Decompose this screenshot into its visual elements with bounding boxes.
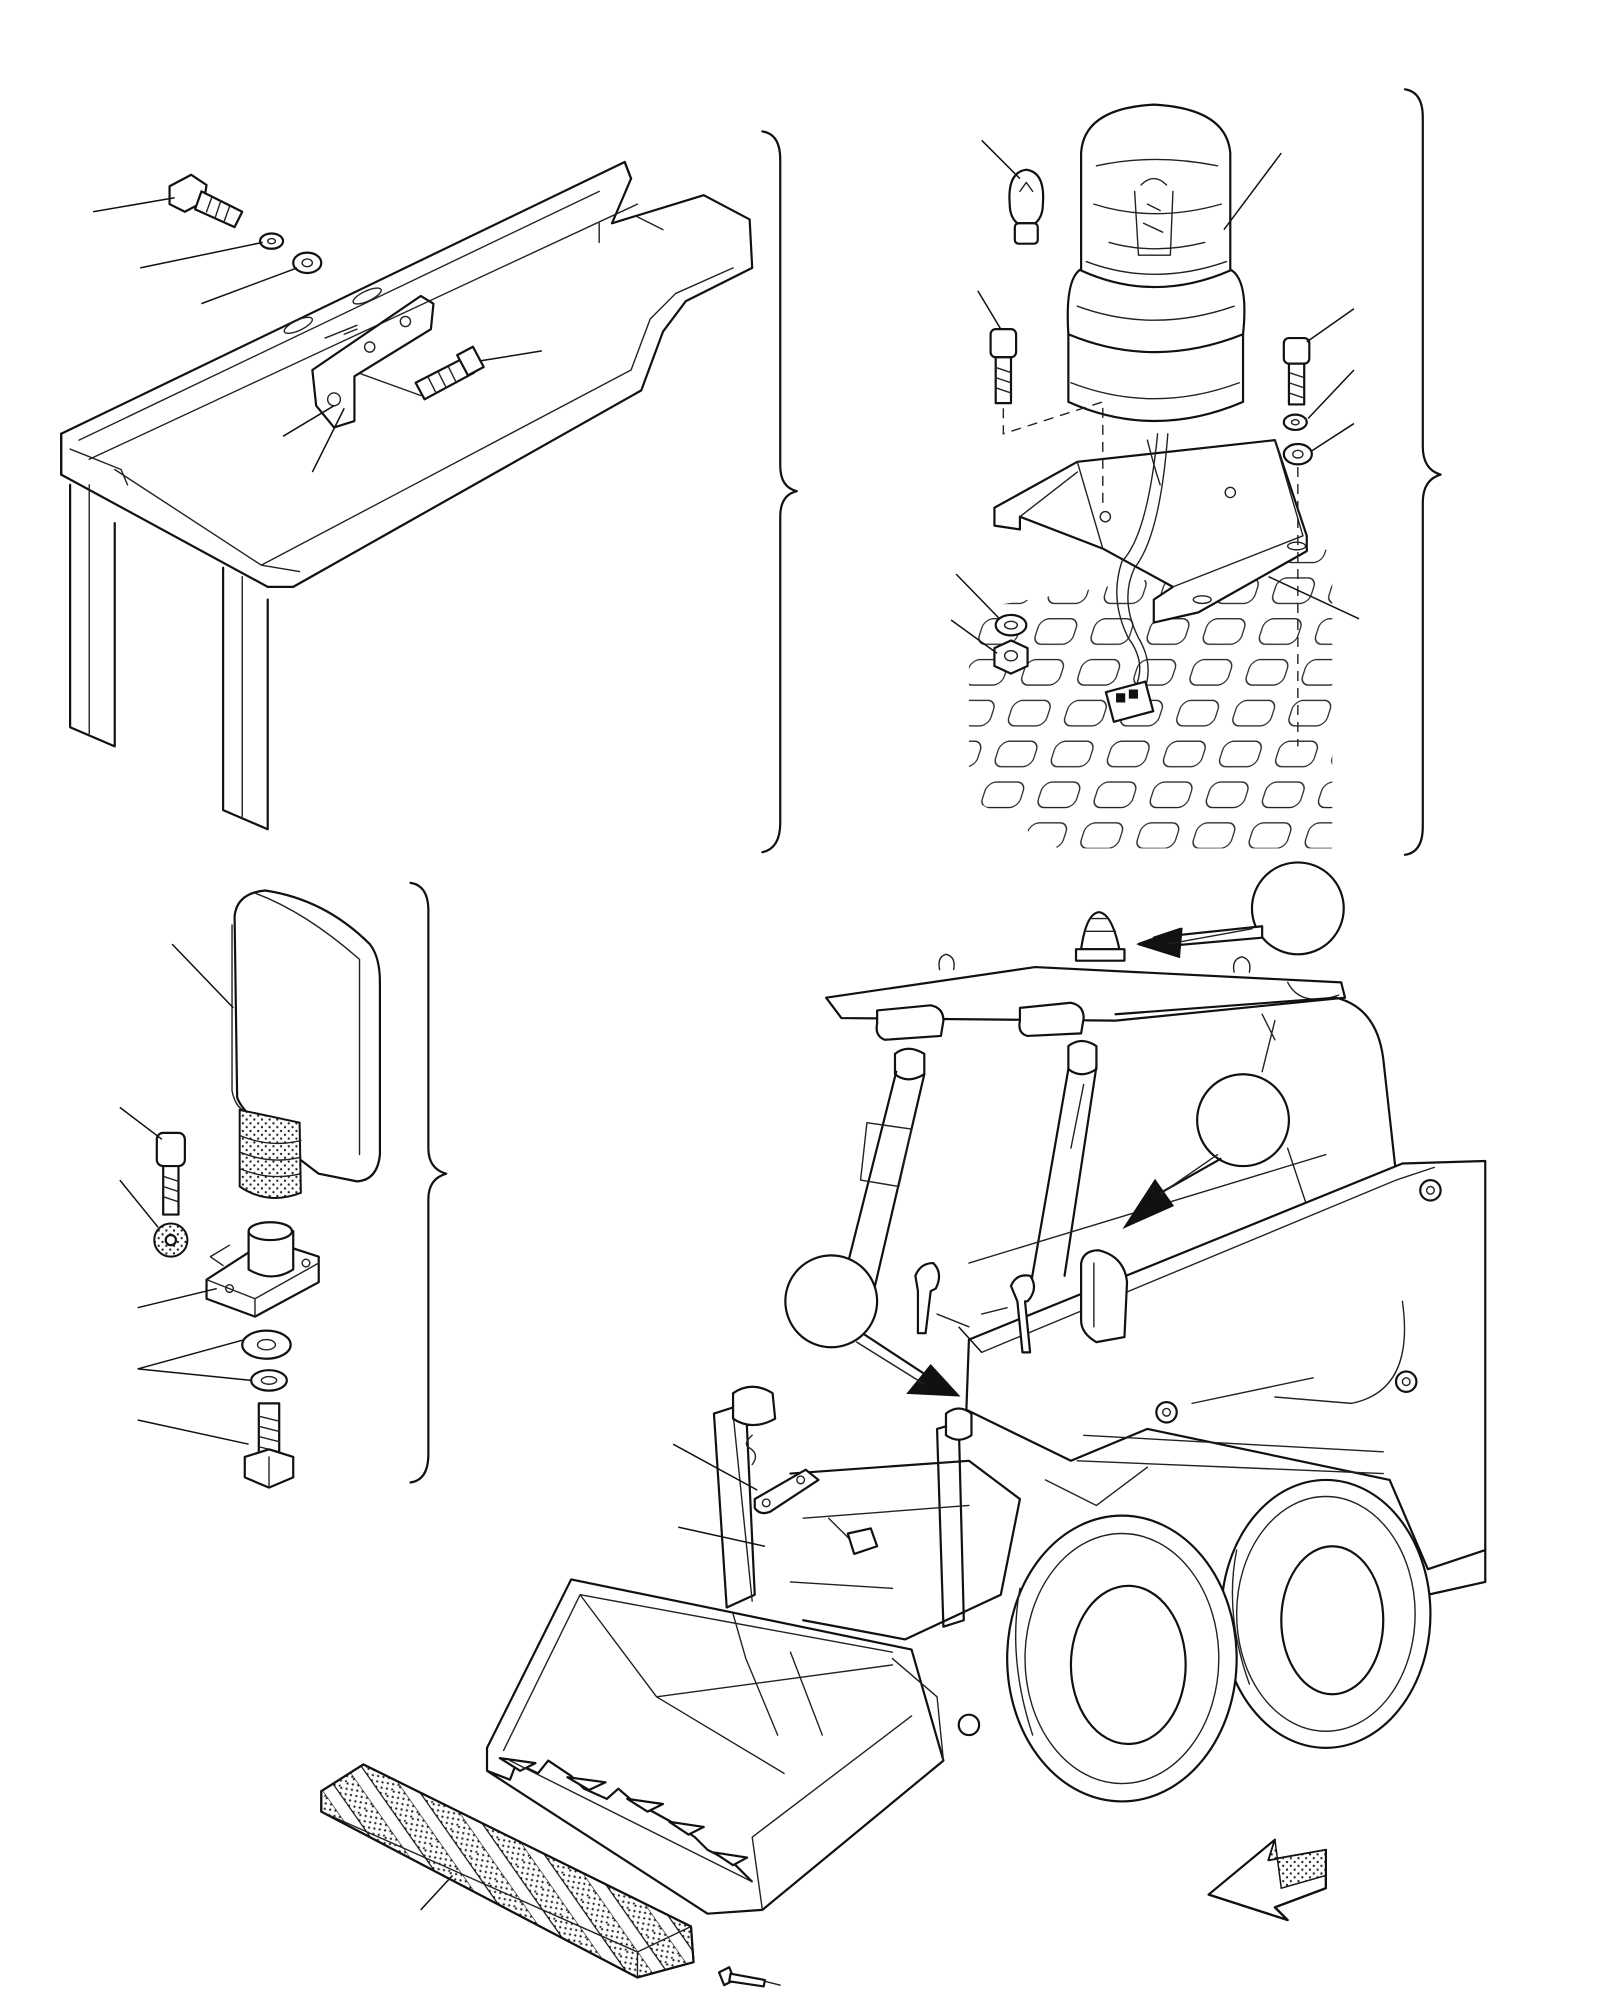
bulb xyxy=(1009,170,1043,244)
roof-beacon-small xyxy=(1076,912,1124,960)
work-lights xyxy=(877,1003,1097,1080)
callout-balloon-mirror xyxy=(785,1255,958,1395)
overhead-frame xyxy=(61,162,752,829)
lock-washer xyxy=(260,233,283,248)
loader-overview xyxy=(321,862,1485,1986)
bucket xyxy=(487,1579,979,1913)
frame-view-brace xyxy=(762,131,796,852)
bucket-reflector-strip xyxy=(321,1764,693,1977)
direction-arrow-icon xyxy=(1209,1840,1326,1920)
hex-nut xyxy=(994,640,1027,673)
flat-washer xyxy=(293,253,321,273)
boom-arm xyxy=(966,1161,1485,1569)
flat-washer-right xyxy=(1284,444,1312,464)
mirror-view-brace xyxy=(411,883,447,1483)
strip-screw xyxy=(719,1967,780,1986)
lock-washer-right xyxy=(1284,415,1307,430)
beacon-bracket xyxy=(994,440,1306,622)
rotating-beacon xyxy=(1068,105,1245,485)
washer-large xyxy=(242,1331,290,1359)
washer-small xyxy=(251,1370,287,1390)
socket-screw-mirror xyxy=(157,1133,185,1215)
leader-lines-mirror xyxy=(120,944,251,1444)
leader-lines-frame xyxy=(93,198,542,472)
control-levers xyxy=(915,1263,1034,1352)
wheel-rear xyxy=(1221,1480,1430,1748)
serrated-washer xyxy=(154,1223,187,1256)
frame-mount-view xyxy=(61,131,797,852)
mirror-base xyxy=(207,1222,319,1316)
socket-screw-left xyxy=(991,329,1103,504)
hex-bolt-mirror xyxy=(245,1403,293,1487)
lock-washer-lower xyxy=(996,615,1027,635)
spring-boot xyxy=(240,1110,301,1198)
loader-body xyxy=(790,1461,1485,1640)
leader-lines-beacon xyxy=(951,140,1359,653)
beacon-view-brace xyxy=(1405,89,1441,854)
cab-structure xyxy=(835,998,1396,1353)
socket-screw-right xyxy=(1284,338,1309,404)
switch-sensor xyxy=(361,347,484,400)
leader-lines-overview xyxy=(421,1327,982,1910)
callout-balloon-beacon xyxy=(1138,862,1343,956)
mirror-mount-view xyxy=(120,883,446,1488)
sensor-bracket-on-loader xyxy=(746,1435,877,1554)
mirror-on-loader xyxy=(1081,1250,1127,1342)
callout-balloon-frame xyxy=(1124,1074,1288,1227)
cable-harness xyxy=(1106,434,1168,722)
beacon-mount-view xyxy=(951,89,1441,854)
wheel-front xyxy=(1007,1516,1236,1802)
hex-bolt xyxy=(170,175,243,227)
boom-cylinder xyxy=(714,1387,972,1627)
